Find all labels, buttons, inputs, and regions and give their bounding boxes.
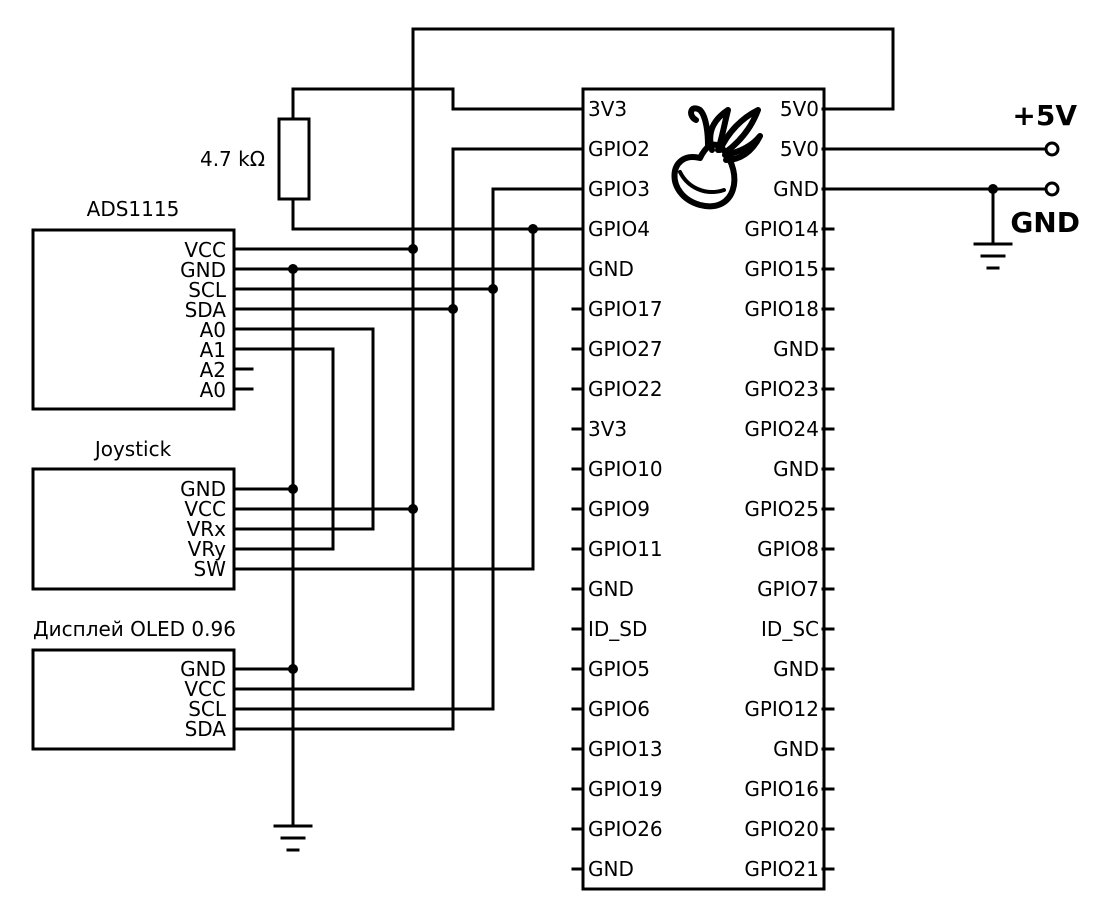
rpi-right-pin-label: GND (773, 457, 819, 481)
wire-a1-vry (232, 347, 335, 551)
rpi-right-pin-label: GPIO24 (744, 417, 819, 441)
ads1115-pin-label: A2 (200, 358, 226, 382)
rpi-left-pin-label: GPIO17 (588, 297, 663, 321)
oled-pin-label: VCC (184, 677, 226, 701)
junction-dot (988, 184, 998, 194)
rpi-right-pin-label: 5V0 (780, 97, 819, 121)
rpi-left-pin-label: GND (588, 257, 634, 281)
rpi-left-pin-label: 3V3 (588, 97, 627, 121)
rpi-left-pin-label: GPIO3 (588, 177, 650, 201)
rpi-right-pin-label: GPIO25 (744, 497, 819, 521)
junction-dot (448, 304, 458, 314)
rpi-right-pin-label: GPIO15 (744, 257, 819, 281)
plus5v-terminal (1044, 141, 1060, 157)
rpi-pin-stubs (571, 227, 835, 871)
rpi-left-pin-label: GPIO10 (588, 457, 663, 481)
joystick-pin-label: GND (180, 477, 226, 501)
rpi-right-pin-label: GPIO23 (744, 377, 819, 401)
oled-box (31, 648, 236, 751)
resistor-body (277, 117, 311, 201)
rpi-right-pin-label: GND (773, 177, 819, 201)
wires (232, 27, 1048, 828)
rpi-right-pin-label: GND (773, 337, 819, 361)
rpi-left-pin-label: GPIO26 (588, 817, 663, 841)
rpi-left-pin-label: GPIO27 (588, 337, 663, 361)
ground-icon (273, 824, 313, 852)
rpi-right-pin-label: GPIO18 (744, 297, 819, 321)
joystick-pin-label: VRy (188, 537, 226, 561)
ads1115-pin-label: GND (180, 258, 226, 282)
joystick-pin-label: SW (194, 557, 227, 581)
plus5v-label: +5V (1012, 99, 1077, 132)
wire-resistor-gpio4 (291, 197, 585, 231)
wire-5v-vcc-bus (232, 27, 895, 691)
ads1115-title: ADS1115 (87, 197, 180, 221)
rpi-left-pin-label: GPIO11 (588, 537, 663, 561)
junction-dot (408, 504, 418, 514)
rpi-left-pin-label: GPIO19 (588, 777, 663, 801)
oled-pin-label: SDA (185, 717, 227, 741)
junction-dot (408, 244, 418, 254)
rpi-right-pin-label: GPIO21 (744, 857, 819, 881)
rpi-right-pin-label: GND (773, 737, 819, 761)
junction-dot (288, 664, 298, 674)
joystick-pin-labels: GND VCC VRx VRy SW (180, 477, 226, 581)
junction-dot (488, 284, 498, 294)
wire-scl-bus (232, 187, 585, 711)
rpi-left-pin-label: GPIO2 (588, 137, 650, 161)
joystick-box (31, 467, 236, 591)
junction-dot (288, 264, 298, 274)
wire-3v3-resistor (291, 87, 585, 121)
junction-dots (288, 184, 998, 674)
ads1115-pin-label: SCL (188, 278, 227, 302)
junction-dot (528, 224, 538, 234)
rpi-right-pin-label: GPIO7 (757, 577, 819, 601)
gnd-terminal (1044, 181, 1060, 197)
ground-icon (973, 242, 1013, 270)
junction-dot (288, 484, 298, 494)
wire-sda-bus (232, 147, 585, 731)
joystick-pin-label: VRx (187, 517, 227, 541)
rpi-right-pin-label: GPIO20 (744, 817, 819, 841)
raspberry-pi-header (581, 87, 826, 891)
rpi-right-pin-labels: 5V05V0GNDGPIO14GPIO15GPIO18GNDGPIO23GPIO… (744, 97, 819, 881)
rpi-right-pin-label: GPIO14 (744, 217, 819, 241)
rpi-right-pin-label: 5V0 (780, 137, 819, 161)
raspberry-logo-icon (671, 105, 763, 210)
ads1115-pin-label: A0 (200, 318, 226, 342)
oled-title: Дисплей OLED 0.96 (33, 617, 236, 641)
ads1115-box (31, 228, 236, 411)
rpi-left-pin-label: ID_SD (588, 617, 647, 641)
joystick-title: Joystick (93, 437, 172, 461)
oled-pin-label: GND (180, 657, 226, 681)
rpi-left-pin-label: GPIO6 (588, 697, 650, 721)
ads1115-pin-label: A1 (200, 338, 226, 362)
joystick-pin-label: VCC (184, 497, 226, 521)
rpi-right-pin-label: GPIO12 (744, 697, 819, 721)
rpi-left-pin-label: GPIO5 (588, 657, 650, 681)
rpi-left-pin-label: GPIO22 (588, 377, 663, 401)
resistor-label: 4.7 kΩ (200, 147, 265, 171)
rpi-right-pin-label: ID_SC (761, 617, 819, 641)
rpi-left-pin-label: 3V3 (588, 417, 627, 441)
wire-gpio4-sw (232, 227, 535, 571)
ads1115-pin-label: SDA (185, 298, 227, 322)
ads1115-pin-labels: VCC GND SCL SDA A0 A1 A2 A0 (180, 238, 227, 402)
rpi-left-pin-label: GND (588, 857, 634, 881)
rpi-right-pin-label: GND (773, 657, 819, 681)
wire-a0-vrx (232, 327, 375, 531)
oled-pin-labels: GND VCC SCL SDA (180, 657, 227, 741)
rpi-left-pin-label: GPIO13 (588, 737, 663, 761)
rpi-left-pin-label: GND (588, 577, 634, 601)
rpi-left-pin-label: GPIO4 (588, 217, 650, 241)
rpi-right-pin-label: GPIO16 (744, 777, 819, 801)
ads1115-pin-label: VCC (184, 238, 226, 262)
oled-pin-label: SCL (188, 697, 227, 721)
gnd-power-label: GND (1010, 206, 1080, 239)
rpi-left-pin-label: GPIO9 (588, 497, 650, 521)
rpi-left-pin-labels: 3V3GPIO2GPIO3GPIO4GNDGPIO17GPIO27GPIO223… (588, 97, 663, 881)
rpi-right-pin-label: GPIO8 (757, 537, 819, 561)
ads1115-pin-label: A0 (200, 378, 226, 402)
